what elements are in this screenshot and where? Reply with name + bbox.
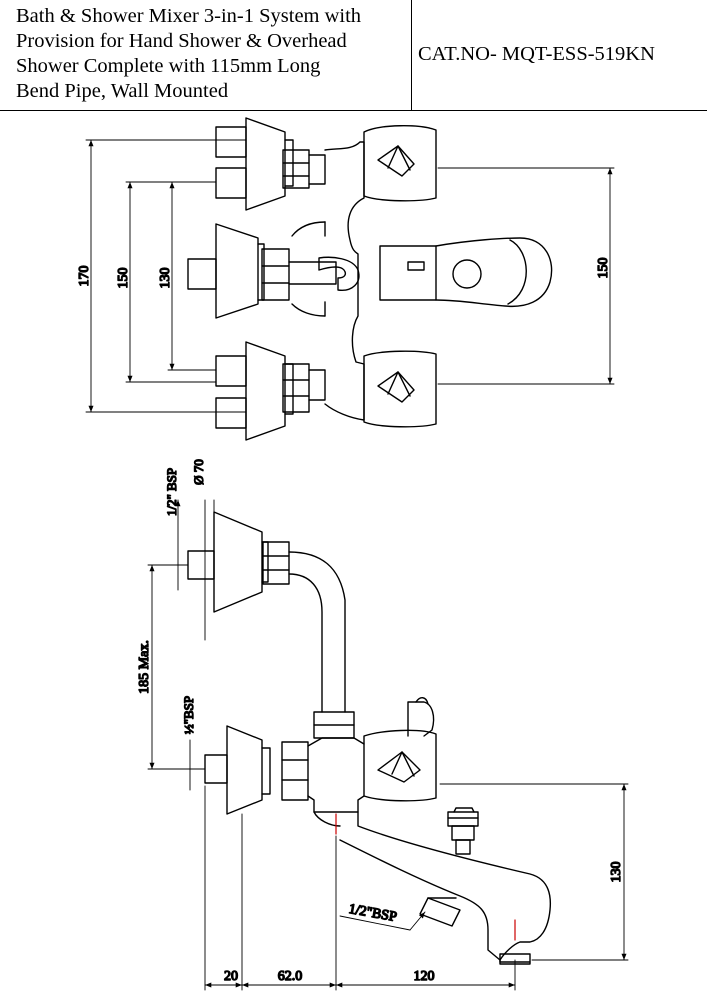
label-thread-top: 1/2" BSP	[164, 468, 179, 516]
catalog-number: CAT.NO- MQT-ESS-519KN	[418, 43, 655, 65]
dim-150-right: 150	[596, 258, 611, 279]
label-flange-diameter: Ø 70	[191, 459, 206, 485]
dim-185-max: 185 Max.	[137, 640, 152, 694]
dim-120: 120	[414, 969, 435, 984]
label-thread-bottom: ½"BSP	[181, 696, 196, 734]
label-thread-spout: 1/2"BSP	[347, 902, 398, 925]
front-bottom-handle	[363, 350, 437, 428]
side-body	[307, 737, 365, 813]
dim-150-left: 150	[116, 268, 131, 289]
side-handle	[363, 697, 437, 802]
side-view	[147, 499, 629, 991]
front-top-handle	[363, 125, 437, 202]
product-description: Bath & Shower Mixer 3-in-1 System with P…	[0, 0, 412, 110]
side-bottom-flange	[204, 725, 309, 815]
side-pipe-nut	[313, 711, 355, 739]
front-bottom-inlet	[215, 341, 326, 441]
front-middle-inlet	[187, 223, 360, 319]
description-line-2: Provision for Hand Shower & Overhead	[16, 30, 347, 52]
dim-130: 130	[158, 268, 173, 289]
side-top-flange	[187, 511, 346, 713]
dim-62: 62.0	[278, 969, 303, 984]
description-line-1: Bath & Shower Mixer 3-in-1 System with	[16, 5, 362, 27]
description-line-4: Bend Pipe, Wall Mounted	[16, 80, 229, 102]
side-hand-shower-outlet	[447, 807, 479, 855]
dim-20: 20	[224, 969, 238, 984]
dim-130-spout: 130	[609, 862, 624, 883]
front-view	[85, 117, 615, 441]
description-line-3: Shower Complete with 115mm Long	[16, 55, 321, 77]
front-diverter-lever	[379, 237, 553, 308]
side-dimensions	[147, 499, 629, 991]
side-spout	[339, 811, 552, 965]
title-block: Bath & Shower Mixer 3-in-1 System with P…	[0, 0, 707, 111]
dim-170: 170	[77, 266, 92, 287]
front-top-inlet	[215, 117, 326, 211]
front-body-outline	[324, 141, 365, 421]
front-dimensions	[85, 139, 615, 413]
